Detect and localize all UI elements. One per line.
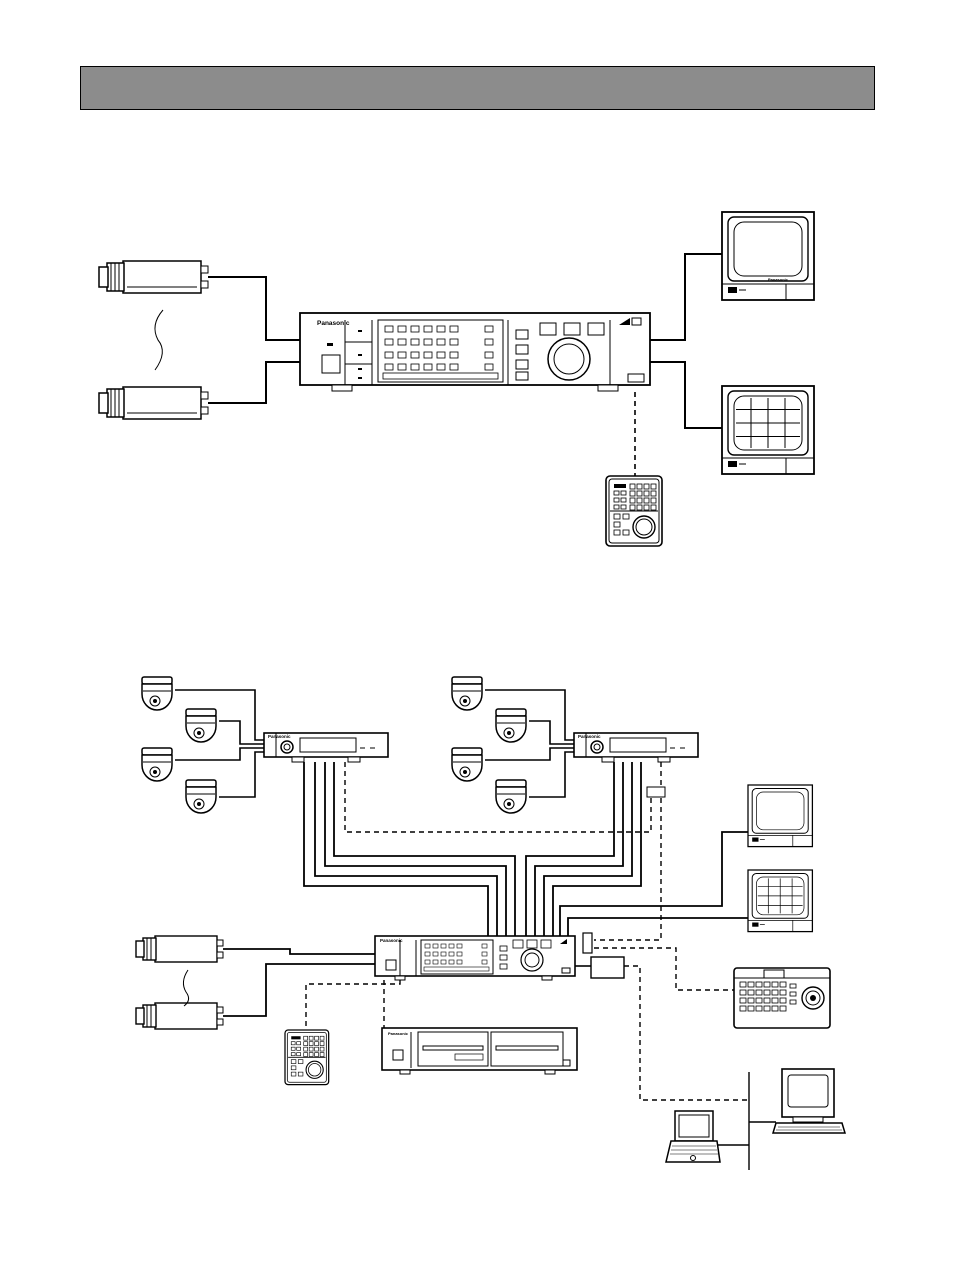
camera-site-receiver: Panasonic: [574, 733, 698, 762]
remote-controller-icon: [606, 476, 662, 546]
desktop-pc-icon: [773, 1069, 845, 1133]
camera-icon: [99, 387, 208, 419]
system-controller-icon: [734, 968, 830, 1028]
video-multiplexer: Panasonic: [300, 313, 650, 391]
dome-camera-icon: [496, 780, 526, 813]
brand-label: Panasonic: [578, 734, 601, 739]
data-converter: [591, 957, 624, 978]
extended-system-diagram: Panasonic Panasonic: [136, 677, 845, 1170]
laptop-pc-icon: [666, 1111, 720, 1162]
camera-site-receiver: Panasonic: [264, 733, 388, 762]
junction-box: [647, 787, 665, 797]
dome-camera-icon: [186, 709, 216, 742]
video-cassette-recorder: Panasonic: [382, 1028, 577, 1074]
basic-system-diagram: Panasonic: [99, 212, 814, 546]
omission-mark: [183, 970, 188, 1006]
camera-icon: [136, 936, 223, 962]
camera-icon: [136, 1003, 223, 1029]
connector-box: [583, 933, 592, 953]
brand-label: Panasonic: [268, 734, 291, 739]
camera-icon: [99, 261, 208, 293]
multiscreen-monitor-icon: [722, 386, 814, 474]
multiscreen-monitor-icon: [748, 870, 812, 932]
dome-camera-icon: [452, 748, 482, 781]
monitor-brand-label: Panasonic: [768, 277, 789, 282]
remote-controller-icon: [285, 1030, 329, 1085]
monitor-icon: [722, 212, 814, 300]
video-multiplexer: Panasonic: [375, 936, 575, 980]
monitor-icon: [748, 785, 812, 847]
dome-camera-icon: [452, 677, 482, 710]
dome-camera-icon: [142, 677, 172, 710]
brand-label: Panasonic: [388, 1031, 409, 1036]
dome-camera-icon: [496, 709, 526, 742]
omission-mark: [155, 310, 163, 370]
dome-camera-icon: [142, 748, 172, 781]
dome-camera-icon: [186, 780, 216, 813]
